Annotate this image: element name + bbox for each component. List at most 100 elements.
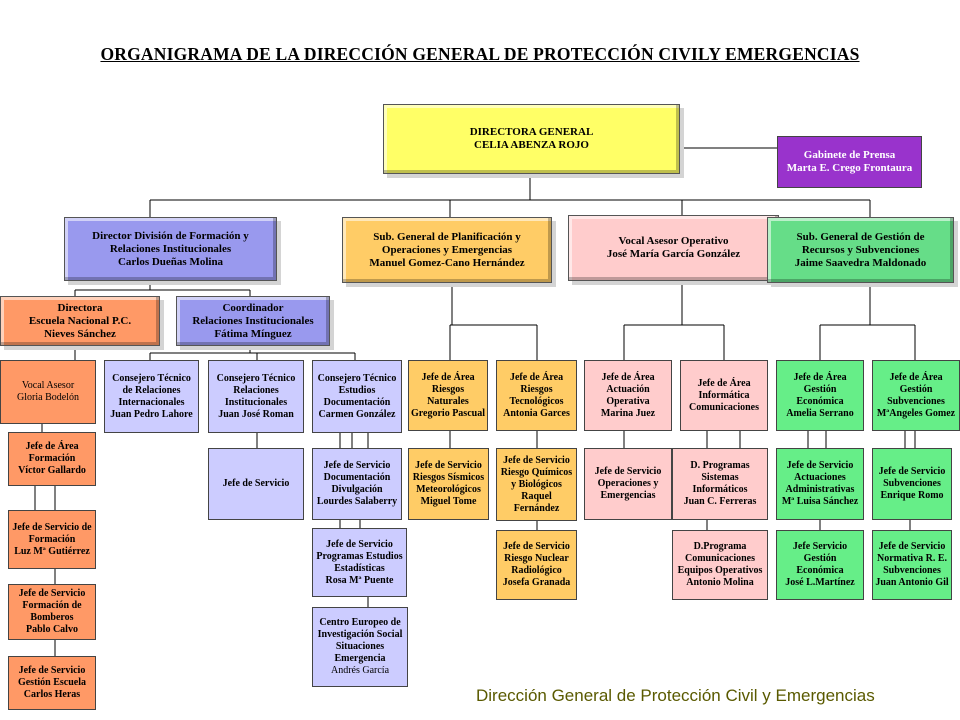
- node-line: Programas Estudios: [316, 550, 403, 562]
- servicio-riesgos-sismicos-box[interactable]: Jefe de Servicio Riesgos Sísmicos Meteor…: [408, 448, 489, 520]
- node-line: Mª Luisa Sánchez: [781, 496, 859, 507]
- node-line: Equipos Operativos: [677, 565, 763, 576]
- directora-general-box[interactable]: DIRECTORA GENERAL CELIA ABENZA ROJO: [383, 104, 680, 174]
- node-line: Manuel Gomez-Cano Hernández: [369, 256, 525, 269]
- servicio-gestion-economica-box[interactable]: Jefe Servicio Gestión Económica José L.M…: [776, 530, 864, 600]
- node-line: Marina Juez: [600, 407, 656, 419]
- node-line: Centro Europeo de: [319, 617, 401, 628]
- node-line: Naturales: [427, 395, 469, 407]
- node-line: Jefe de Servicio: [326, 538, 393, 550]
- node-line: Antonio Molina: [686, 577, 754, 588]
- vocal-asesor-operativo-box[interactable]: Vocal Asesor Operativo José María García…: [568, 215, 779, 281]
- node-line: José María García González: [606, 248, 741, 260]
- servicio-actuaciones-box[interactable]: Jefe de Servicio Actuaciones Administrat…: [776, 448, 864, 520]
- node-line: Antonia Garces: [503, 407, 570, 419]
- jefe-servicio-box[interactable]: Jefe de Servicio: [208, 448, 304, 520]
- node-line: Gestión: [899, 383, 933, 395]
- node-line: Documentación: [323, 396, 391, 408]
- area-informatica-box[interactable]: Jefe de Área Informática Comunicaciones: [680, 360, 768, 431]
- node-line: Económica: [796, 565, 844, 576]
- consejero-relaciones-internacionales-box[interactable]: Consejero Técnico de Relaciones Internac…: [104, 360, 199, 433]
- node-line: Sub. General de Gestión de: [796, 230, 925, 243]
- servicio-gestion-escuela-box[interactable]: Jefe de Servicio Gestión Escuela Carlos …: [8, 656, 96, 710]
- node-line: Director División de Formación y: [92, 229, 249, 242]
- servicio-programas-estudios-box[interactable]: Jefe de Servicio Programas Estudios Esta…: [312, 528, 407, 597]
- node-line: Riesgos Sísmicos: [412, 472, 485, 483]
- node-line: Pablo Calvo: [26, 624, 78, 635]
- centro-europeo-box[interactable]: Centro Europeo de Investigación Social S…: [312, 607, 408, 687]
- node-line: Informáticos: [692, 484, 748, 495]
- node-line: Institucionales: [224, 396, 288, 408]
- sub-gestion-box[interactable]: Sub. General de Gestión de Recursos y Su…: [767, 217, 954, 283]
- escuela-nacional-box[interactable]: Directora Escuela Nacional P.C. Nieves S…: [0, 296, 160, 346]
- node-line: Jefe de Servicio: [415, 460, 482, 471]
- vocal-asesor-gloria-box[interactable]: Vocal Asesor Gloria Bodelón: [0, 360, 96, 424]
- node-line: Comunicaciones: [685, 553, 755, 564]
- node-line: Consejero Técnico: [112, 372, 191, 384]
- node-line: D.Programa: [693, 541, 747, 552]
- node-line: Lourdes Salaberry: [316, 496, 398, 507]
- servicio-normativa-box[interactable]: Jefe de Servicio Normativa R. E. Subvenc…: [872, 530, 952, 600]
- area-gestion-economica-box[interactable]: Jefe de Área Gestión Económica Amelia Se…: [776, 360, 864, 431]
- division-formacion-box[interactable]: Director División de Formación y Relacio…: [64, 217, 277, 281]
- node-line: Formación: [28, 453, 76, 464]
- area-formacion-box[interactable]: Jefe de Área Formación Víctor Gallardo: [8, 432, 96, 486]
- servicio-riesgo-nuclear-box[interactable]: Jefe de Servicio Riesgo Nuclear Radiológ…: [496, 530, 577, 600]
- node-line: D. Programas: [690, 460, 750, 471]
- area-gestion-subvenciones-box[interactable]: Jefe de Área Gestión Subvenciones MªAnge…: [872, 360, 960, 431]
- node-line: Coordinador: [222, 301, 284, 314]
- servicio-subvenciones-box[interactable]: Jefe de Servicio Subvenciones Enrique Ro…: [872, 448, 952, 520]
- node-line: Amelia Serrano: [786, 407, 854, 419]
- node-line: Sub. General de Planificación y: [373, 230, 521, 243]
- node-line: Administrativas: [785, 484, 855, 495]
- servicio-operaciones-box[interactable]: Jefe de Servicio Operaciones y Emergenci…: [584, 448, 672, 520]
- node-line: Riesgo Químicos: [500, 466, 573, 478]
- node-line: Víctor Gallardo: [18, 465, 86, 476]
- node-line: Jefe de Servicio: [786, 460, 854, 471]
- node-line: Raquel: [521, 490, 552, 502]
- node-line: Operaciones y Emergencias: [381, 243, 513, 256]
- node-line: DIRECTORA GENERAL: [469, 126, 594, 138]
- d-programas-sistemas-box[interactable]: D. Programas Sistemas Informáticos Juan …: [672, 448, 768, 520]
- node-line: Normativa R. E.: [877, 553, 947, 564]
- servicio-formacion-box[interactable]: Jefe de Servicio de Formación Luz Mª Gut…: [8, 510, 96, 569]
- node-line: Emergencias: [600, 490, 656, 501]
- node-line: Luz Mª Gutiérrez: [14, 545, 90, 557]
- servicio-riesgo-quimicos-box[interactable]: Jefe de Servicio Riesgo Químicos y Bioló…: [496, 448, 577, 521]
- node-line: Enrique Romo: [880, 490, 944, 501]
- node-line: Jefe de Área: [509, 371, 564, 383]
- node-line: Subvenciones: [883, 565, 941, 576]
- gabinete-prensa-box[interactable]: Gabinete de Prensa Marta E. Crego Fronta…: [777, 136, 922, 188]
- node-line: Jefe de Área: [697, 377, 751, 389]
- node-line: CELIA ABENZA ROJO: [474, 139, 589, 151]
- node-line: Vocal Asesor Operativo: [618, 235, 729, 247]
- node-line: Jefe Servicio: [792, 541, 848, 552]
- node-line: Rosa Mª Puente: [325, 574, 394, 586]
- d-programa-comunicaciones-box[interactable]: D.Programa Comunicaciones Equipos Operat…: [672, 530, 768, 600]
- node-line: Documentación: [323, 472, 391, 483]
- node-line: MªAngeles Gomez: [876, 407, 956, 419]
- area-riesgos-tecnologicos-box[interactable]: Jefe de Área Riesgos Tecnológicos Antoni…: [496, 360, 577, 431]
- servicio-bomberos-box[interactable]: Jefe de Servicio Formación de Bomberos P…: [8, 584, 96, 640]
- node-line: Marta E. Crego Frontaura: [786, 162, 913, 174]
- coordinador-relaciones-box[interactable]: Coordinador Relaciones Institucionales F…: [176, 296, 330, 346]
- node-line: Bomberos: [30, 612, 74, 623]
- consejero-estudios-box[interactable]: Consejero Técnico Estudios Documentación…: [312, 360, 402, 433]
- node-line: Gestión: [803, 553, 837, 564]
- node-line: Operativa: [606, 395, 650, 407]
- node-line: Jefe de Servicio: [503, 454, 570, 466]
- sub-planificacion-box[interactable]: Sub. General de Planificación y Operacio…: [342, 217, 552, 283]
- area-riesgos-naturales-box[interactable]: Jefe de Área Riesgos Naturales Gregorio …: [408, 360, 488, 431]
- node-line: Subvenciones: [883, 478, 941, 489]
- node-line: Jefe de Servicio: [323, 460, 391, 471]
- node-line: Meteorológicos: [416, 484, 481, 495]
- node-line: Jefe de Área: [601, 371, 655, 383]
- node-line: Carmen González: [318, 408, 396, 420]
- node-line: Jefe de Servicio: [18, 588, 86, 599]
- servicio-documentacion-box[interactable]: Jefe de Servicio Documentación Divulgaci…: [312, 448, 402, 520]
- area-actuacion-operativa-box[interactable]: Jefe de Área Actuación Operativa Marina …: [584, 360, 672, 431]
- node-line: Estadísticas: [334, 562, 385, 574]
- node-line: Internacionales: [118, 396, 185, 408]
- consejero-relaciones-institucionales-box[interactable]: Consejero Técnico Relaciones Institucion…: [208, 360, 304, 433]
- node-line: de Relaciones: [122, 384, 181, 396]
